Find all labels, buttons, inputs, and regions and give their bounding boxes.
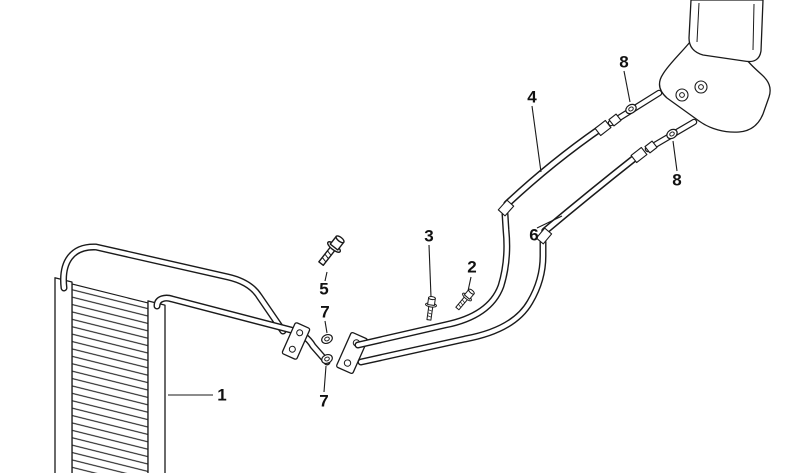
bolt-2	[452, 286, 478, 313]
bolt-3	[422, 295, 439, 322]
hose-6	[541, 149, 645, 235]
leader-lines	[168, 70, 678, 396]
leader-8-top	[623, 70, 631, 103]
oil-cooler-right-rail	[147, 300, 166, 473]
cooler-pipe-upper	[60, 243, 287, 335]
hose-4	[503, 122, 608, 208]
oil-cooler-fins	[71, 283, 149, 473]
oil-line-pipe-upper	[354, 210, 511, 349]
leader-3	[428, 244, 432, 298]
leader-7-top	[324, 320, 328, 334]
leader-6	[536, 215, 563, 229]
leader-5	[324, 271, 328, 282]
leader-8-right	[672, 140, 678, 172]
oil-filter-housing	[658, 0, 771, 133]
leader-2	[467, 276, 472, 292]
fitting-block-right	[336, 331, 368, 375]
washer-7-top	[319, 332, 335, 346]
filter-flange	[658, 41, 771, 133]
cooler-pipe-lower	[153, 294, 331, 366]
filter-body	[688, 0, 764, 63]
fitting-block-left	[281, 322, 311, 360]
bolt-5	[314, 232, 349, 269]
oil-cooler	[54, 277, 166, 473]
leader-4	[531, 105, 542, 173]
leader-7-bottom	[323, 365, 327, 393]
oil-cooler-left-rail	[54, 277, 73, 473]
oil-line-pipe-lower	[357, 238, 547, 366]
